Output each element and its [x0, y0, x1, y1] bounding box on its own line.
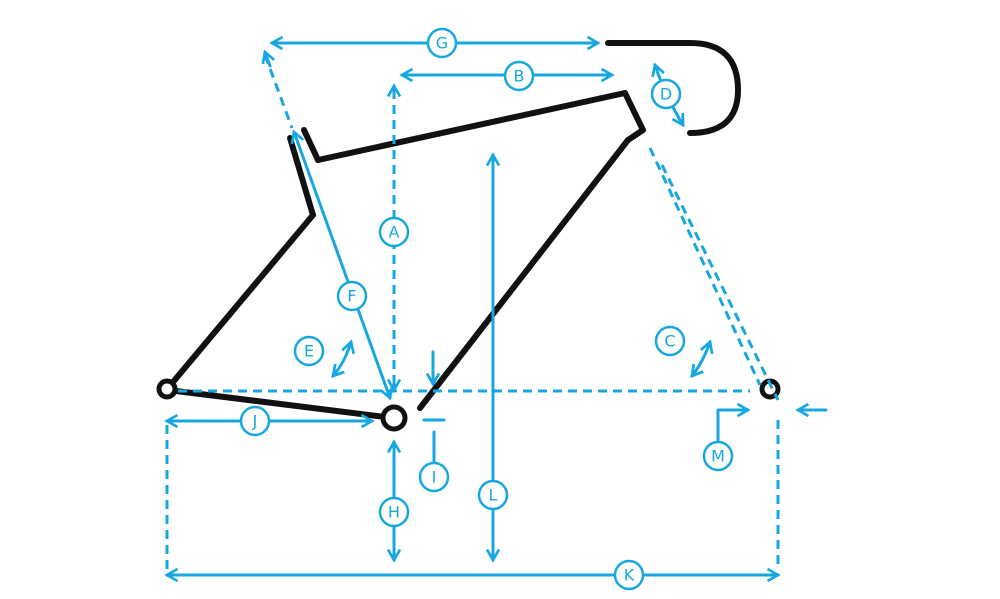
dim-line-c — [690, 339, 714, 379]
label-g: G — [436, 34, 448, 53]
label-b: B — [514, 67, 525, 86]
badge-d: D — [650, 78, 682, 110]
badge-k: K — [613, 559, 645, 591]
label-a: A — [389, 223, 400, 242]
label-h: H — [388, 503, 400, 522]
badge-i: I — [418, 461, 450, 493]
rear-axle — [156, 378, 178, 400]
label-c: C — [664, 332, 675, 351]
handlebar — [605, 40, 741, 136]
label-i: I — [432, 468, 437, 487]
top-tube — [315, 90, 628, 163]
badge-f: F — [336, 280, 368, 312]
seat-tube-top — [301, 127, 321, 163]
seat-stay — [165, 212, 316, 391]
down-tube — [417, 137, 631, 411]
dim-line-e — [331, 339, 356, 379]
label-d: D — [660, 85, 672, 104]
bottom-bracket — [380, 404, 408, 432]
label-l: L — [489, 486, 498, 505]
label-f: F — [347, 287, 356, 306]
badge-a: A — [378, 216, 410, 248]
fork-line-2 — [660, 164, 780, 401]
head-tube — [622, 90, 646, 143]
badge-b: B — [503, 60, 535, 92]
label-k: K — [624, 566, 635, 585]
label-e: E — [304, 342, 314, 361]
label-m: M — [711, 447, 725, 466]
badge-c: C — [654, 325, 686, 357]
badge-m: M — [702, 440, 734, 472]
dim-line-f-extension — [263, 54, 294, 129]
dim-line-f — [290, 129, 394, 401]
chain-stay — [165, 387, 396, 421]
badge-j: J — [239, 405, 271, 437]
label-j: J — [252, 412, 258, 431]
fork-line-1 — [648, 147, 762, 386]
badge-e: E — [293, 335, 325, 367]
bike-frame — [156, 40, 781, 432]
dim-line-m — [716, 402, 751, 442]
badge-g: G — [426, 27, 458, 59]
badge-h: H — [378, 496, 410, 528]
badge-l: L — [477, 479, 509, 511]
